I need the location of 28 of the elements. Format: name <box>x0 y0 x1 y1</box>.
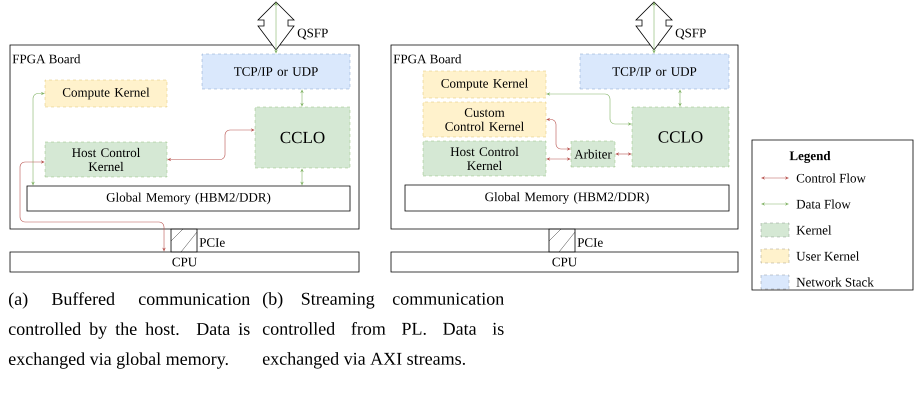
network-stack-box: TCP/IP or UDP <box>202 54 350 90</box>
kernel-box: CCLO <box>254 106 350 168</box>
caption: (b) Streaming communication controlled from PL. Data is exchanged via AXI streams. <box>262 292 504 369</box>
network-stack-box: TCP/IP or UDP <box>580 54 730 90</box>
user-kernel-box: Compute Kernel <box>422 70 546 98</box>
port-label: PCIe <box>578 238 603 247</box>
kernel-box: Host Control Kernel <box>422 140 546 176</box>
user-kernel-box: Compute Kernel <box>44 80 168 108</box>
board-title: FPGA Board <box>12 54 80 64</box>
memory-box: Global Memory (HBM2/DDR) <box>26 186 350 212</box>
legend-text: Kernel <box>796 225 832 235</box>
legend-text: Data Flow <box>796 199 851 209</box>
port-label: QSFP <box>298 28 328 40</box>
kernel-box: Host Control Kernel <box>44 142 168 178</box>
kernel-box: Arbiter <box>570 140 616 168</box>
user-kernel-box: Custom Control Kernel <box>422 102 546 138</box>
cpu-box: CPU <box>390 252 738 272</box>
legend-text: Control Flow <box>796 173 866 183</box>
port-label: PCIe <box>200 238 225 247</box>
memory-box: Global Memory (HBM2/DDR) <box>404 184 730 212</box>
caption: (a) Buffered communication controlled by the host. Data is exchanged via global memory. <box>8 292 250 369</box>
legend-title: Legend <box>790 151 830 163</box>
board-title: FPGA Board <box>394 54 462 64</box>
legend-text: Network Stack <box>796 277 874 287</box>
port-label: QSFP <box>676 28 706 40</box>
kernel-box: CCLO <box>632 106 730 168</box>
cpu-box: CPU <box>10 252 360 272</box>
legend-text: User Kernel <box>796 251 860 261</box>
